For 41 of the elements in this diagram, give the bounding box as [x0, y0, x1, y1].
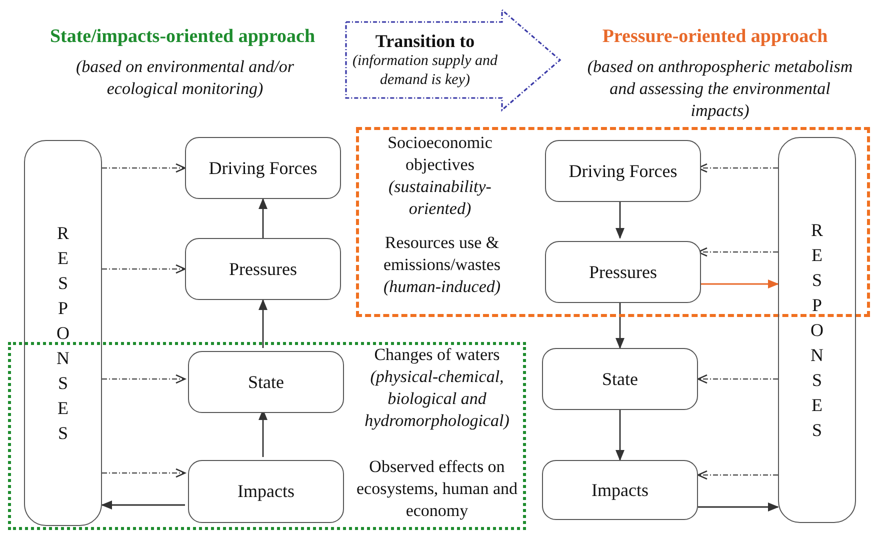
annotation-text: Changes of waters — [373, 344, 501, 366]
dashed-region — [356, 127, 870, 317]
arrow — [616, 300, 624, 349]
arrow — [102, 264, 186, 274]
annotation-note: (human-induced) — [382, 276, 502, 298]
arrow — [258, 198, 268, 238]
annotation-text: Observed effects on ecosystems, human and economy — [356, 456, 518, 522]
process-box: Pressures — [185, 238, 341, 300]
dashed-region — [8, 342, 526, 530]
responses-box — [778, 137, 856, 523]
arrow — [698, 502, 779, 512]
annotation-note: (physical-chemical, biological and hydromorphological) — [364, 366, 510, 432]
arrow — [616, 199, 624, 239]
arrow — [102, 163, 186, 173]
process-box: Driving Forces — [545, 140, 701, 202]
arrow — [101, 500, 185, 510]
section-heading: Pressure-oriented approach — [601, 26, 829, 48]
arrow — [697, 374, 778, 384]
arrow — [258, 299, 268, 348]
transition-arrow — [344, 8, 562, 112]
arrow-note: (information supply and demand is key) — [352, 52, 498, 90]
process-box: Driving Forces — [185, 137, 341, 199]
arrow — [102, 468, 186, 478]
arrow — [102, 374, 186, 384]
annotation-note: (sustainability-oriented) — [388, 176, 492, 220]
vertical-label: R E S P O N S E S — [810, 218, 824, 442]
process-box: Impacts — [188, 460, 344, 523]
annotation-text: Socioeconomic objectives — [386, 132, 494, 176]
arrow — [616, 410, 624, 461]
section-subtitle: (based on environmental and/or ecological monitoring) — [75, 56, 295, 100]
process-box: Pressures — [545, 241, 701, 303]
section-subtitle: (based on anthropospheric metabolism and assessing the environmental impacts) — [586, 56, 854, 122]
arrow-title: Transition to — [374, 30, 476, 52]
annotation-text: Resources use & emissions/wastes — [382, 232, 502, 276]
process-box: State — [542, 348, 698, 410]
process-box: Impacts — [542, 460, 698, 520]
arrow — [697, 470, 778, 480]
vertical-label: R E S P O N S E S — [56, 222, 70, 444]
process-box: State — [188, 351, 344, 413]
responses-box — [24, 140, 102, 526]
section-heading: State/impacts-oriented approach — [48, 26, 316, 48]
